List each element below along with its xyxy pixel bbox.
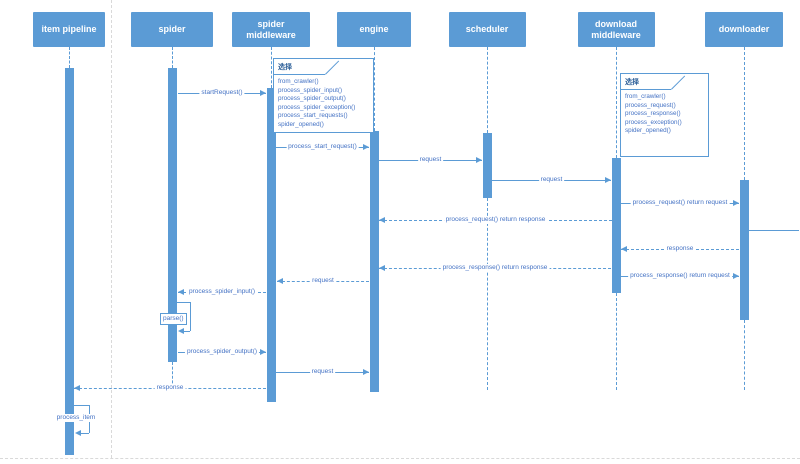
message-arrowhead-icon xyxy=(277,278,283,284)
actor-box-scheduler: scheduler xyxy=(448,12,526,47)
activation-bar-scheduler xyxy=(482,133,492,198)
note-item: spider_opened() xyxy=(625,127,671,135)
message-arrowhead-icon xyxy=(363,144,369,150)
lifeline-engine xyxy=(374,47,375,131)
activation-bar-item-pipeline xyxy=(64,68,74,455)
lifeline-item-pipeline xyxy=(69,47,70,68)
message-label: request xyxy=(538,176,565,184)
page-boundary-vertical xyxy=(111,0,112,458)
lifeline-downloader xyxy=(744,47,745,180)
lifeline-spider xyxy=(172,362,173,388)
self-message-line xyxy=(190,302,191,331)
note-item: process_spider_output() xyxy=(278,95,346,103)
message-arrowhead-icon xyxy=(733,200,739,206)
actor-box-engine: engine xyxy=(337,12,411,47)
note-item: spider_opened() xyxy=(278,120,324,128)
lifeline-spider-middleware xyxy=(271,47,272,88)
note-item: process_response() xyxy=(625,110,681,118)
message-arrowhead-icon xyxy=(621,246,627,252)
message-label: process_response() return response xyxy=(440,264,550,272)
note-header: 选择 xyxy=(278,64,292,71)
note-tab-line xyxy=(274,74,325,75)
message-label: request xyxy=(309,368,336,376)
note-item: process_spider_input() xyxy=(278,86,343,94)
note-item-list: from_crawler()process_request()process_r… xyxy=(625,93,706,136)
message-line xyxy=(749,230,799,231)
note-item: from_crawler() xyxy=(278,78,319,85)
message-label: startRequest() xyxy=(199,89,245,97)
self-message-line xyxy=(176,302,190,303)
note-tab-fold-icon xyxy=(671,75,686,90)
self-message-line xyxy=(73,405,89,406)
actor-box-spider-middleware: spider middleware xyxy=(232,12,310,47)
note-item: process_request() xyxy=(625,101,676,109)
message-label: request xyxy=(310,277,336,285)
lifeline-downloader xyxy=(744,320,745,390)
lifeline-download-middleware xyxy=(616,293,617,390)
note-item: from_crawler() xyxy=(625,93,666,100)
self-message-label: process_item xyxy=(55,414,97,422)
message-label: response xyxy=(664,245,696,253)
message-label: process_spider_input() xyxy=(186,288,258,296)
self-message-line xyxy=(77,433,89,434)
self-message-arrowhead-icon xyxy=(178,328,184,334)
actor-box-download-middleware: download middleware xyxy=(577,12,655,47)
note-tab-line xyxy=(621,89,671,90)
lifeline-download-middleware xyxy=(616,47,617,158)
actor-box-downloader: downloader xyxy=(705,12,783,47)
activation-bar-engine xyxy=(369,131,379,392)
message-label: process_request() return request xyxy=(630,199,730,207)
message-label: process_request() return response xyxy=(443,216,548,224)
activation-bar-spider-middleware xyxy=(266,88,276,402)
message-label: process_start_request() xyxy=(286,143,359,151)
self-message-line xyxy=(180,331,190,332)
activation-bar-spider xyxy=(167,68,177,362)
note-header: 选择 xyxy=(625,79,639,86)
message-arrowhead-icon xyxy=(605,177,611,183)
message-arrowhead-icon xyxy=(178,289,184,295)
message-arrowhead-icon xyxy=(733,273,739,279)
self-message-label: parse() xyxy=(160,313,187,325)
message-arrowhead-icon xyxy=(363,369,369,375)
message-arrowhead-icon xyxy=(379,265,385,271)
lifeline-scheduler xyxy=(487,198,488,390)
message-label: request xyxy=(417,156,444,164)
note-tab-fold-icon xyxy=(325,60,340,75)
activation-bar-downloader xyxy=(739,180,749,320)
activation-bar-download-middleware xyxy=(611,158,621,293)
note-item: process_start_requests() xyxy=(278,112,348,120)
message-arrowhead-icon xyxy=(379,217,385,223)
message-label: process_response() return request xyxy=(628,272,732,280)
actor-box-item-pipeline: item pipeline xyxy=(33,12,105,47)
message-arrowhead-icon xyxy=(260,349,266,355)
self-message-arrowhead-icon xyxy=(75,430,81,436)
message-arrowhead-icon xyxy=(260,90,266,96)
message-arrowhead-icon xyxy=(74,385,80,391)
message-label: response xyxy=(154,384,186,392)
note-item: process_exception() xyxy=(625,118,682,126)
lifeline-spider xyxy=(172,47,173,68)
page-boundary-horizontal xyxy=(0,458,800,459)
lifeline-scheduler xyxy=(487,47,488,133)
note-item: process_spider_exception() xyxy=(278,103,356,111)
note-item-list: from_crawler()process_spider_input()proc… xyxy=(278,78,371,130)
actor-box-spider: spider xyxy=(131,12,213,47)
message-label: process_spider_output() xyxy=(184,348,260,356)
message-arrowhead-icon xyxy=(476,157,482,163)
